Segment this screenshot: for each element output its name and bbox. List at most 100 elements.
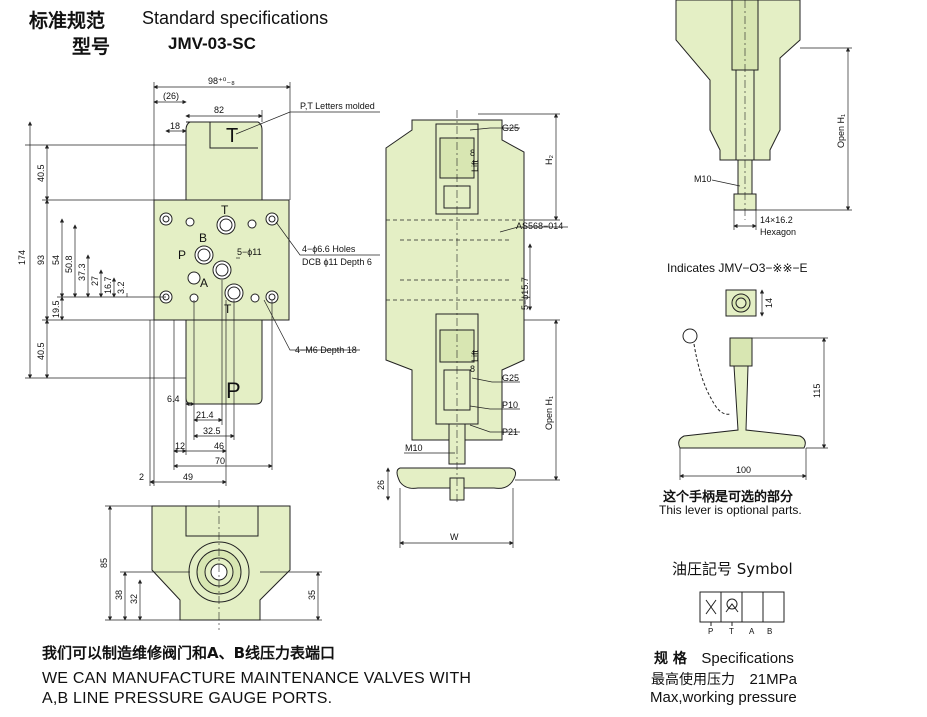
- symbol-port-t: T: [729, 627, 734, 636]
- pressure-value: 21MPa: [749, 671, 797, 688]
- front-lower-body: [185, 319, 263, 405]
- dim-37-3: 37.3: [77, 263, 87, 281]
- detail-m10: M10: [694, 174, 712, 184]
- callout-ports: 5−ϕ11: [237, 247, 262, 257]
- dim-82: 82: [214, 105, 224, 115]
- port-label-t-top: T: [221, 203, 229, 217]
- note-cn: 我们可以制造维修阀门和A、B线压力表端口: [42, 644, 336, 662]
- bottom-text: 85 38 32 35: [99, 558, 317, 604]
- front-dimension-lines: [25, 82, 380, 486]
- side-d15-7: 5−ϕ15.7: [520, 277, 530, 310]
- callout-holes-2: DCB ϕ11 Depth 6: [302, 257, 372, 267]
- detail-open-h1: Open H₁: [836, 114, 846, 148]
- dim-26: (26): [163, 91, 179, 101]
- dim-174: 174: [17, 250, 27, 265]
- side-lift-top: Lift: [470, 159, 480, 172]
- side-text: G25 H₂ Lift 8 AS568−014 5−ϕ15.7 Lift 8 G…: [376, 123, 563, 542]
- indicates-text: Indicates JMV−O3−※※−E: [667, 261, 808, 275]
- side-p10: P10: [502, 400, 518, 410]
- side-main-body: [385, 119, 525, 441]
- detail-hexagon: Hexagon: [760, 227, 796, 237]
- port-label-b: B: [199, 231, 207, 245]
- dim-49: 49: [183, 472, 193, 482]
- bottom-d35: 35: [307, 590, 317, 600]
- front-port-labels: T B P A T: [178, 203, 232, 316]
- symbol-port-a: A: [749, 627, 755, 636]
- detail-text: Open H₁ M10 14×16.2 Hexagon: [694, 114, 846, 237]
- side-8-top: 8: [470, 148, 475, 158]
- lever-note-en: This lever is optional parts.: [659, 503, 802, 517]
- specs-row: 规 格 Specifications: [654, 648, 794, 668]
- title-cn: 标准规范: [29, 10, 106, 32]
- pressure-label-cn: 最高使用压力: [651, 672, 735, 688]
- side-view: [385, 110, 525, 505]
- dim-27: 27: [90, 276, 100, 286]
- indicates-d14: 14: [764, 298, 774, 308]
- detail-top-right: [675, 0, 801, 220]
- pressure-en: Max,working pressure: [650, 689, 797, 706]
- bottom-view: [151, 500, 291, 630]
- port-label-t-bottom: T: [224, 302, 232, 316]
- front-view: [153, 121, 290, 405]
- front-upper-body: [185, 121, 263, 201]
- symbol-ports: P T A B: [708, 627, 772, 636]
- lever-d100: 100: [736, 465, 751, 475]
- symbol-title: 油圧記号 Symbol: [672, 560, 793, 578]
- side-g25-bottom: G25: [502, 373, 519, 383]
- dim-54: 54: [51, 255, 61, 265]
- side-m10: M10: [405, 443, 423, 453]
- bottom-d85: 85: [99, 558, 109, 568]
- specs-label-cn: 规 格: [654, 651, 687, 667]
- lever-dimension-lines: [679, 337, 828, 480]
- dim-3-2: 3.2: [116, 281, 126, 294]
- side-h2: H₂: [544, 155, 554, 165]
- dim-46: 46: [214, 441, 224, 451]
- title-en: Standard specifications: [142, 8, 329, 28]
- dim-19-5: 19.5: [51, 300, 61, 318]
- pressure-row: 最高使用压力 21MPa: [651, 669, 797, 689]
- port-label-a: A: [200, 276, 208, 290]
- dim-93: 93: [36, 255, 46, 265]
- front-ports: [187, 215, 244, 303]
- dim-21-4: 21.4: [196, 410, 214, 420]
- side-lift-bottom: Lift: [470, 349, 480, 362]
- side-d26: 26: [376, 480, 386, 490]
- dim-overall-width: 98⁺⁰₋₈: [208, 76, 235, 86]
- front-holes: [159, 212, 279, 304]
- detail-hexagon-size: 14×16.2: [760, 215, 793, 225]
- side-as568: AS568−014: [516, 221, 563, 231]
- bottom-dimension-lines: [105, 505, 322, 621]
- specs-label-en: Specifications: [701, 650, 794, 667]
- dim-12: 12: [175, 441, 185, 451]
- side-dimension-lines: [385, 113, 568, 548]
- callout-threads: 4−M6 Depth 18: [295, 345, 357, 355]
- model-label-cn: 型号: [72, 36, 111, 58]
- dim-70: 70: [215, 456, 225, 466]
- detail-dimension-lines: [711, 47, 852, 230]
- dim-16-7: 16.7: [103, 276, 113, 294]
- port-label-p-big: P: [226, 378, 241, 403]
- symbol-port-b: B: [767, 627, 772, 636]
- front-dimension-text: 98⁺⁰₋₈ (26) 82 18 174 40.5 93 54 50.8 37…: [17, 76, 375, 482]
- lever-note-cn: 这个手柄是可选的部分: [663, 490, 794, 505]
- dim-32-5: 32.5: [203, 426, 221, 436]
- dim-18: 18: [170, 121, 180, 131]
- side-p21: P21: [502, 427, 518, 437]
- model-number: JMV-03-SC: [168, 34, 256, 53]
- port-label-t-letter: T: [226, 125, 238, 147]
- symbol-port-p: P: [708, 627, 713, 636]
- indicates-nut: [725, 289, 765, 317]
- lever-drawing: [678, 328, 806, 449]
- callout-holes-1: 4−ϕ6.6 Holes: [302, 244, 356, 254]
- dim-6-4: 6.4: [167, 394, 180, 404]
- dim-2: 2: [139, 472, 144, 482]
- port-label-p: P: [178, 248, 186, 262]
- note-en-line2: A,B LINE PRESSURE GAUGE PORTS.: [42, 690, 333, 707]
- bottom-d38: 38: [114, 590, 124, 600]
- hydraulic-symbol: [699, 591, 785, 626]
- lever-d115: 115: [812, 384, 822, 398]
- side-8-bottom: 8: [470, 364, 475, 374]
- dim-40-5-bottom: 40.5: [36, 342, 46, 360]
- callout-letters-molded: P,T Letters molded: [300, 101, 375, 111]
